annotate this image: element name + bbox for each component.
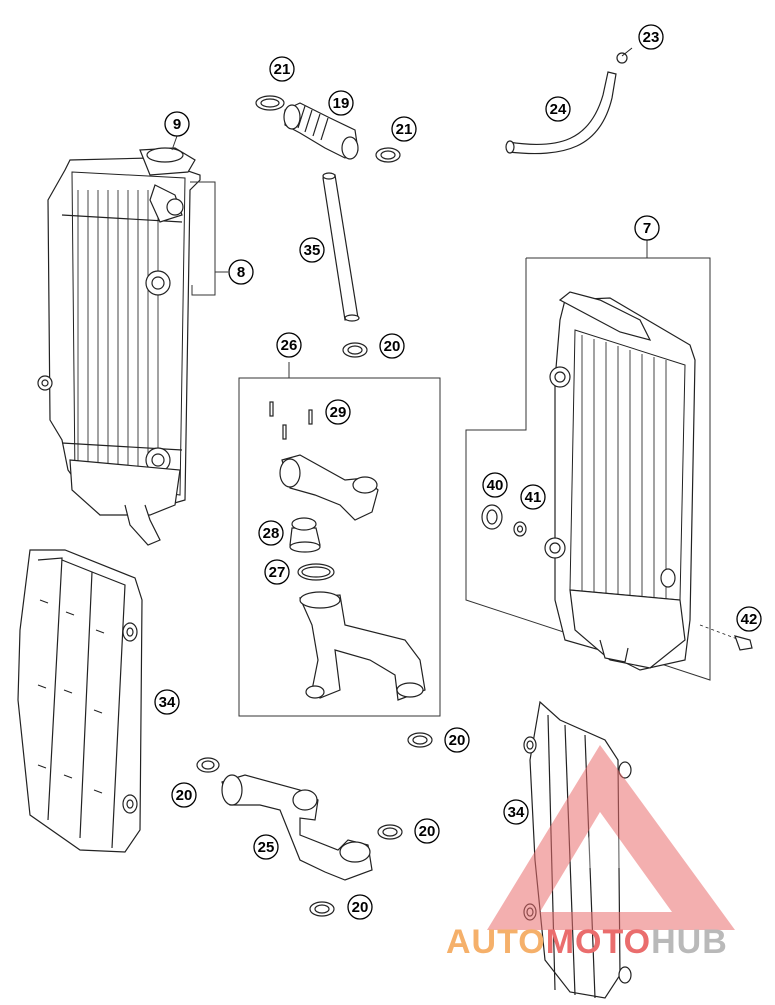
svg-text:28: 28 bbox=[263, 525, 280, 542]
svg-text:9: 9 bbox=[173, 116, 181, 133]
callout-8: 8 bbox=[228, 259, 254, 285]
watermark-moto: MOTO bbox=[546, 923, 651, 961]
callout-42: 42 bbox=[736, 606, 762, 632]
thermostat-box bbox=[238, 362, 441, 717]
svg-text:20: 20 bbox=[352, 899, 369, 916]
svg-text:34: 34 bbox=[159, 694, 176, 711]
svg-text:20: 20 bbox=[449, 732, 466, 749]
svg-text:24: 24 bbox=[550, 101, 567, 118]
lower-hose-assembly bbox=[196, 732, 433, 917]
svg-text:20: 20 bbox=[384, 338, 401, 355]
svg-text:25: 25 bbox=[258, 839, 275, 856]
watermark-triangle-icon bbox=[487, 745, 735, 930]
watermark-logo bbox=[487, 745, 735, 930]
svg-text:29: 29 bbox=[330, 404, 347, 421]
svg-text:27: 27 bbox=[269, 564, 286, 581]
svg-text:41: 41 bbox=[525, 489, 542, 506]
callout-27: 27 bbox=[264, 559, 290, 585]
callout-20-lower: 20 bbox=[347, 894, 373, 920]
svg-text:42: 42 bbox=[741, 611, 758, 628]
callouts: 23 21 19 21 24 9 7 35 8 20 26 29 40 41 2… bbox=[154, 24, 762, 920]
callout-20-box: 20 bbox=[444, 727, 470, 753]
callout-35: 35 bbox=[299, 237, 325, 263]
callout-26: 26 bbox=[276, 332, 302, 358]
callout-25: 25 bbox=[253, 834, 279, 860]
svg-text:19: 19 bbox=[333, 95, 350, 112]
callout-9: 9 bbox=[164, 111, 190, 137]
callout-34-left: 34 bbox=[154, 689, 180, 715]
callout-40: 40 bbox=[482, 472, 508, 498]
svg-text:40: 40 bbox=[487, 477, 504, 494]
callout-29: 29 bbox=[325, 399, 351, 425]
svg-text:34: 34 bbox=[508, 804, 525, 821]
svg-text:20: 20 bbox=[419, 823, 436, 840]
callout-7: 7 bbox=[634, 215, 660, 241]
callout-21-upper: 21 bbox=[269, 56, 295, 82]
thermostat-parts bbox=[269, 401, 426, 701]
callout-20-upper: 20 bbox=[379, 333, 405, 359]
svg-text:7: 7 bbox=[643, 220, 651, 237]
callout-28: 28 bbox=[258, 520, 284, 546]
svg-text:AUTOMOTOHUB: AUTOMOTOHUB bbox=[446, 923, 728, 961]
callout-20-left: 20 bbox=[171, 782, 197, 808]
right-radiator bbox=[544, 291, 696, 671]
callout-20-middle: 20 bbox=[414, 818, 440, 844]
left-radiator bbox=[37, 147, 201, 546]
upper-hose-assembly bbox=[255, 95, 401, 358]
callout-24: 24 bbox=[545, 96, 571, 122]
watermark-hub: HUB bbox=[651, 923, 728, 961]
overflow-hose bbox=[505, 47, 633, 155]
watermark-auto: AUTO bbox=[446, 923, 546, 961]
svg-text:20: 20 bbox=[176, 787, 193, 804]
callout-34-right: 34 bbox=[503, 799, 529, 825]
svg-text:26: 26 bbox=[281, 337, 298, 354]
callout-19: 19 bbox=[328, 90, 354, 116]
callout-23: 23 bbox=[638, 24, 664, 50]
callout-41: 41 bbox=[520, 484, 546, 510]
leader-lines-left bbox=[171, 135, 228, 296]
svg-text:23: 23 bbox=[643, 29, 660, 46]
callout-21-right: 21 bbox=[391, 116, 417, 142]
svg-text:35: 35 bbox=[304, 242, 321, 259]
svg-text:8: 8 bbox=[237, 264, 245, 281]
left-shroud bbox=[17, 549, 143, 853]
right-radiator-frame bbox=[465, 240, 711, 681]
svg-text:21: 21 bbox=[274, 61, 291, 78]
seal-ring-40-41 bbox=[481, 504, 527, 537]
watermark-text: AUTOMOTOHUB bbox=[446, 923, 728, 961]
svg-text:21: 21 bbox=[396, 121, 413, 138]
screw-42 bbox=[699, 624, 753, 651]
